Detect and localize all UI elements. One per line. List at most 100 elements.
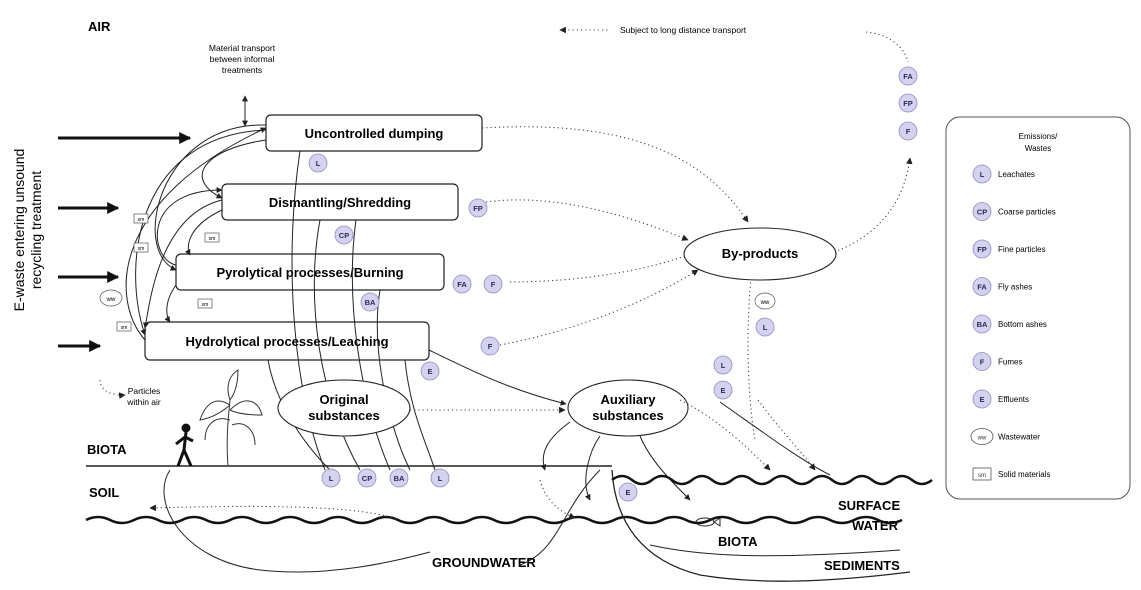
entry-arrows — [58, 132, 192, 352]
auxiliary-substances-label-2: substances — [592, 408, 664, 423]
legend-swatch-cp — [972, 202, 992, 221]
sediment-line — [649, 544, 901, 557]
sediments-label: SEDIMENTS — [824, 558, 900, 573]
soil-label: SOIL — [89, 485, 119, 500]
surface-water-label-2: WATER — [852, 518, 899, 533]
legend-item-sm: sm Solid materials — [972, 467, 1050, 481]
badge-F-pyrolytical: F — [491, 280, 496, 289]
byproducts-label: By-products — [722, 246, 799, 261]
process-label-hydrolytical: Hydrolytical processes/Leaching — [185, 334, 388, 349]
lake-basin — [611, 469, 911, 582]
process-box-dismantling — [221, 183, 459, 221]
material-transport-arcs — [125, 124, 267, 341]
badge-CP-soil: CP — [362, 474, 372, 483]
legend-item-f: F Fumes — [972, 352, 1022, 371]
legend-swatch-fa — [972, 277, 992, 296]
auxiliary-substances-node — [567, 379, 689, 437]
surface-water-label-1: SURFACE — [838, 498, 900, 513]
legend-title-2: Wastes — [1025, 144, 1051, 153]
badge-F-air: F — [906, 127, 911, 136]
legend-item-l: L Leachates — [972, 164, 1035, 184]
badge-L-soil-2: L — [438, 474, 443, 483]
legend-label-cp: Coarse particles — [998, 208, 1056, 217]
material-transport-note-1: Material transport — [209, 43, 276, 53]
process-label-dismantling: Dismantling/Shredding — [269, 195, 411, 210]
legend-swatch-f — [972, 352, 992, 371]
legend-item-fp: FP Fine particles — [972, 239, 1046, 259]
process-label-uncontrolled-dumping: Uncontrolled dumping — [305, 126, 444, 141]
legend-label-fa: Fly ashes — [998, 283, 1032, 292]
badge-FP-dismantling: FP — [473, 204, 483, 213]
legend-swatch-e — [972, 389, 992, 409]
particles-note-1: Particles — [128, 386, 161, 396]
badge-FA-air: FA — [903, 72, 913, 81]
sm-marker-3: sm — [209, 236, 216, 242]
long-distance-note: Subject to long distance transport — [620, 25, 747, 35]
legend-code-ba: BA — [977, 320, 988, 329]
person-icon — [175, 423, 194, 467]
particles-note-2: within air — [126, 397, 161, 407]
sm-marker-1: sm — [138, 217, 145, 223]
air-badges: FA FP F — [898, 66, 918, 141]
legend-title-1: Emissions/ — [1019, 132, 1058, 141]
side-label-line2: recycling treatment — [28, 171, 44, 289]
side-label: E-waste entering unsound recycling treat… — [11, 149, 44, 312]
legend-item-ba: BA Bottom ashes — [972, 314, 1047, 334]
legend-item-fa: FA Fly ashes — [972, 277, 1032, 296]
legend-code-l: L — [980, 170, 985, 179]
badge-L-soil-1: L — [329, 474, 334, 483]
badge-E-hydrolytical: E — [427, 367, 432, 376]
biota-label: BIOTA — [87, 442, 127, 457]
legend-code-fp: FP — [977, 245, 987, 254]
badge-E-auxiliary: E — [720, 386, 725, 395]
legend-label-ww: Wastewater — [998, 433, 1040, 442]
legend-swatch-l — [972, 164, 992, 184]
sm-marker-5: sm — [121, 325, 128, 331]
sm-marker-2: sm — [138, 246, 145, 252]
original-substances-label-1: Original — [319, 392, 368, 407]
badge-E-water: E — [625, 488, 630, 497]
material-transport-note-2: between informal — [210, 54, 275, 64]
badge-FP-air: FP — [903, 99, 913, 108]
legend-swatch-fp — [972, 239, 992, 259]
legend-swatch-sm — [972, 467, 992, 481]
legend-code-fa: FA — [977, 283, 987, 292]
left-small-markers: sm sm sm sm sm ww — [99, 213, 220, 332]
legend-label-e: Effluents — [998, 395, 1029, 404]
byproduct-emission-badges: ww L L E — [713, 292, 776, 400]
process-box-pyrolytical — [175, 253, 445, 291]
legend-label-l: Leachates — [998, 170, 1035, 179]
groundwater-label: GROUNDWATER — [432, 555, 536, 570]
badge-FA-pyrolytical: FA — [457, 280, 467, 289]
badge-CP-dismantling: CP — [339, 231, 349, 240]
badge-L-byproducts: L — [763, 323, 768, 332]
process-badges: L FP CP FA F BA F E — [308, 153, 503, 381]
ww-marker-byproducts: ww — [760, 300, 770, 306]
groundwater-wave — [85, 515, 903, 525]
legend-label-f: Fumes — [998, 358, 1022, 367]
badge-BA-soil: BA — [394, 474, 405, 483]
process-box-uncontrolled-dumping — [265, 114, 483, 152]
process-label-pyrolytical: Pyrolytical processes/Burning — [216, 265, 403, 280]
air-label: AIR — [88, 19, 111, 34]
legend-code-ww: ww — [977, 436, 987, 442]
sm-marker-4: sm — [202, 302, 209, 308]
legend-label-ba: Bottom ashes — [998, 320, 1047, 329]
legend-code-cp: CP — [977, 208, 987, 217]
legend-code-f: F — [980, 358, 985, 367]
plant-icon — [199, 369, 263, 467]
legend-swatch-ba — [972, 314, 992, 334]
badge-F-hydrolytical: F — [488, 342, 493, 351]
original-substances-node — [277, 379, 411, 437]
legend-label-fp: Fine particles — [998, 245, 1046, 254]
side-label-line1: E-waste entering unsound — [11, 149, 27, 312]
badge-L-auxiliary: L — [721, 361, 726, 370]
legend-box — [945, 116, 1131, 500]
legend-label-sm: Solid materials — [998, 470, 1050, 479]
byproducts-node — [683, 227, 837, 281]
fish-icon — [695, 517, 721, 527]
legend-code-sm: sm — [978, 473, 986, 479]
material-transport-note-3: treatments — [222, 65, 262, 75]
